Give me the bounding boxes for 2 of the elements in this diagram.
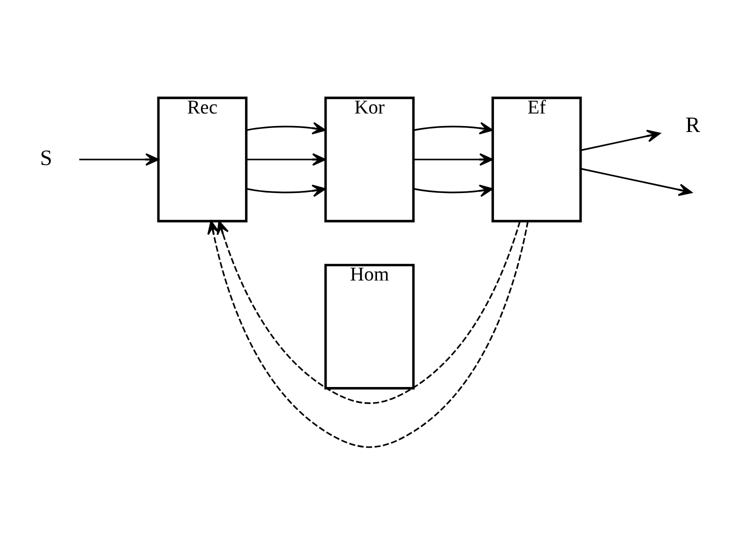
node-text: R [686,112,700,137]
node-text: S [40,144,52,170]
